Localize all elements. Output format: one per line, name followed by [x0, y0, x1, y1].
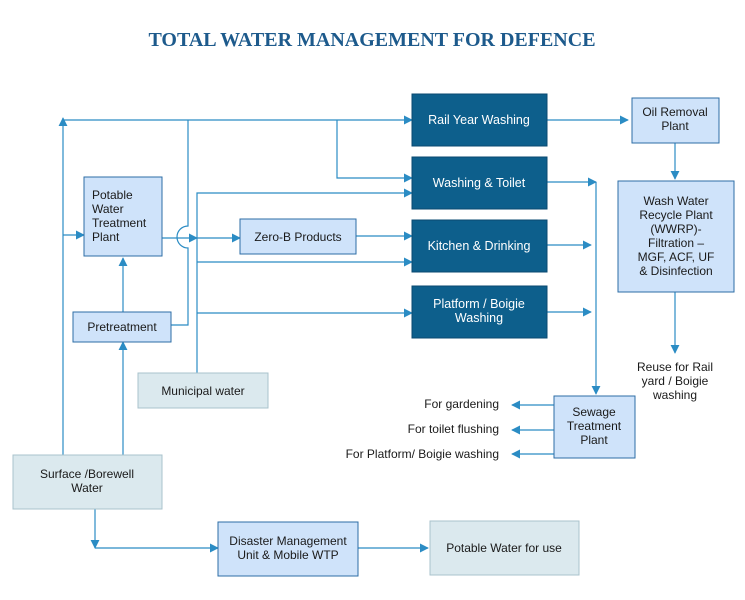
pretreatment-box — [72, 311, 172, 343]
washing-toilet-box — [411, 156, 548, 210]
disaster-unit-label-line-2: Unit & Mobile WTP — [237, 548, 338, 562]
stp-label-line-1: Sewage — [572, 405, 616, 419]
washing-toilet-label-line-1: Washing & Toilet — [433, 176, 526, 190]
kitchen-drinking-label: Kitchen & Drinking — [428, 239, 531, 253]
stp-label-line-2: Treatment — [567, 419, 622, 433]
diagram-title: TOTAL WATER MANAGEMENT FOR DEFENCE — [148, 29, 595, 51]
disaster-unit-box — [217, 521, 359, 577]
surface-water-box — [12, 454, 163, 510]
platform-reuse-label-line-1: For Platform/ Boigie washing — [346, 447, 499, 461]
connectors — [58, 115, 680, 553]
wwrp-label-line-4: Filtration – — [648, 236, 704, 250]
municipal-label-line-1: Municipal water — [161, 384, 244, 398]
wwrp-label-line-1: Wash Water — [643, 194, 708, 208]
municipal-box — [137, 372, 269, 409]
wwrp-box — [617, 180, 735, 293]
toilet-flushing-label: For toilet flushing — [408, 422, 499, 436]
wwrp-label-line-5: MGF, ACF, UF — [638, 250, 715, 264]
potable-plant-label-line-4: Plant — [92, 230, 120, 244]
potable-use-label-line-1: Potable Water for use — [446, 541, 562, 555]
platform-washing-box — [411, 285, 548, 339]
boxes — [12, 93, 735, 577]
surface-water-label-line-1: Surface /Borewell — [40, 467, 134, 481]
toilet-flushing-label-line-1: For toilet flushing — [408, 422, 499, 436]
pretreatment-label-line-1: Pretreatment — [87, 320, 157, 334]
rail-yard-washing-box — [411, 93, 548, 147]
reuse-label-line-1: Reuse for Rail — [637, 360, 713, 374]
connector-pretreat-up — [171, 120, 189, 326]
oil-removal-label-line-1: Oil Removal — [642, 105, 707, 119]
reuse-label-line-3: washing — [652, 388, 697, 402]
potable-plant-box — [83, 176, 163, 257]
connector-to-washing — [336, 120, 413, 183]
gardening-label-line-1: For gardening — [424, 397, 499, 411]
surface-water-label-line-2: Water — [71, 481, 103, 495]
oil-removal-box — [631, 97, 720, 144]
wwrp-label-line-2: Recycle Plant — [639, 208, 713, 222]
zerob-label: Zero-B Products — [254, 230, 341, 244]
kitchen-drinking-box — [411, 219, 548, 273]
gardening-label: For gardening — [424, 397, 499, 411]
pretreatment-label: Pretreatment — [87, 320, 157, 334]
potable-use-box — [429, 520, 580, 576]
labels: Rail Year Washing Washing & Toilet Kitch… — [40, 105, 714, 562]
platform-washing-label-line-2: Washing — [455, 311, 503, 325]
platform-washing-label-line-1: Platform / Boigie — [433, 297, 525, 311]
washing-toilet-label: Washing & Toilet — [433, 176, 526, 190]
wwrp-label-line-3: (WWRP)- — [650, 222, 701, 236]
zerob-label-line-1: Zero-B Products — [254, 230, 341, 244]
disaster-unit-label-line-1: Disaster Management — [229, 534, 347, 548]
potable-plant-label-line-1: Potable — [92, 188, 133, 202]
potable-plant-label-line-3: Treatment — [92, 216, 147, 230]
reuse-label-line-2: yard / Boigie — [642, 374, 709, 388]
zerob-box — [239, 218, 357, 255]
oil-removal-label-line-2: Plant — [661, 119, 689, 133]
rail-yard-washing-label-line-1: Rail Year Washing — [428, 113, 530, 127]
platform-reuse-label: For Platform/ Boigie washing — [346, 447, 499, 461]
municipal-label: Municipal water — [161, 384, 244, 398]
rail-yard-washing-label: Rail Year Washing — [428, 113, 530, 127]
stp-box — [553, 395, 636, 459]
stp-label-line-3: Plant — [580, 433, 608, 447]
wwrp-label-line-6: & Disinfection — [639, 264, 712, 278]
kitchen-drinking-label-line-1: Kitchen & Drinking — [428, 239, 531, 253]
potable-use-label: Potable Water for use — [446, 541, 562, 555]
potable-plant-label-line-2: Water — [92, 202, 124, 216]
